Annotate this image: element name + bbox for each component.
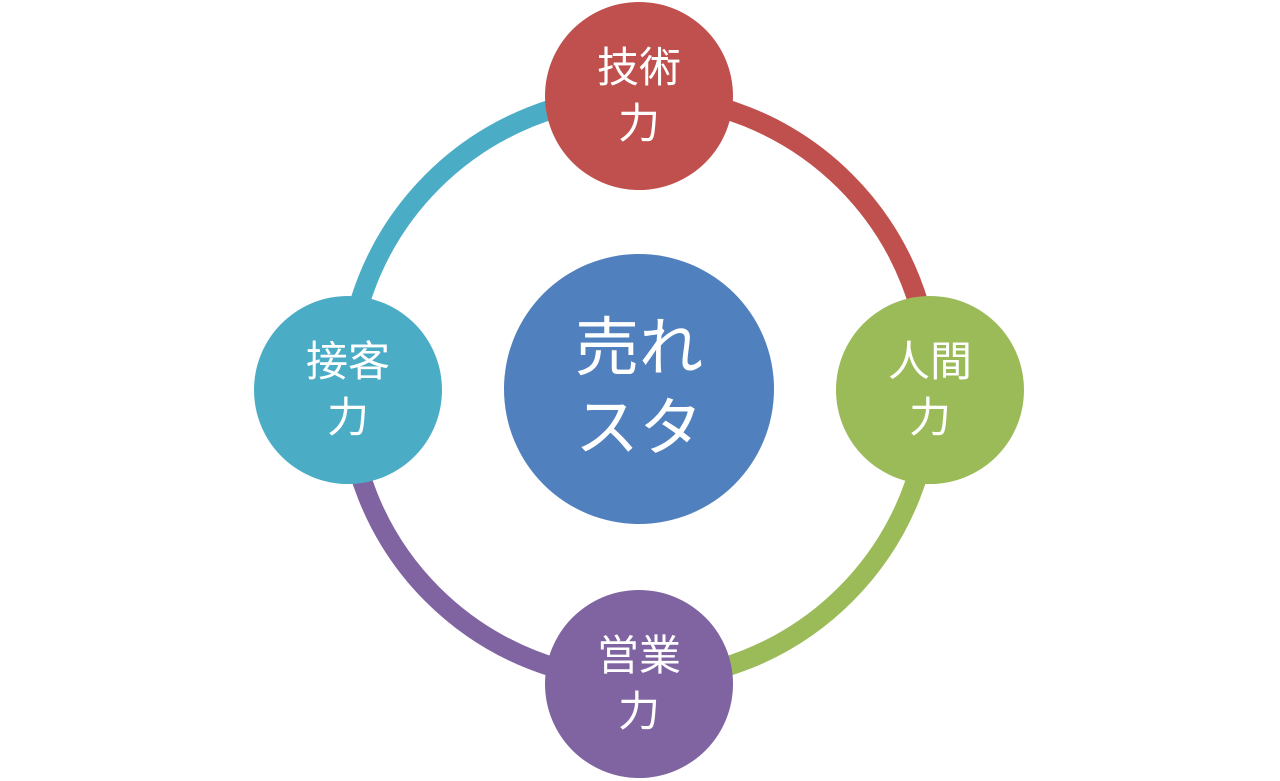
node-bottom-label-line-1: 営業 — [596, 631, 681, 680]
node-right-label-line-2: 力 — [908, 393, 951, 442]
node-bottom: 営業 力 — [545, 590, 733, 778]
node-bottom-label-line-2: 力 — [617, 687, 660, 736]
center-label-line-2: スタ — [575, 392, 703, 466]
node-left-label-line-2: 力 — [326, 393, 369, 442]
node-left: 接客 力 — [254, 296, 442, 484]
node-top-label-line-1: 技術 — [596, 43, 681, 92]
node-top: 技術 力 — [545, 2, 733, 190]
node-top-label-line-2: 力 — [617, 99, 660, 148]
node-right: 人間 力 — [836, 296, 1024, 484]
node-right-label-line-1: 人間 — [887, 337, 972, 386]
center-node: 売れ スタ — [504, 254, 774, 524]
center-label-line-1: 売れ — [575, 312, 703, 386]
node-left-label-line-1: 接客 — [305, 337, 390, 386]
